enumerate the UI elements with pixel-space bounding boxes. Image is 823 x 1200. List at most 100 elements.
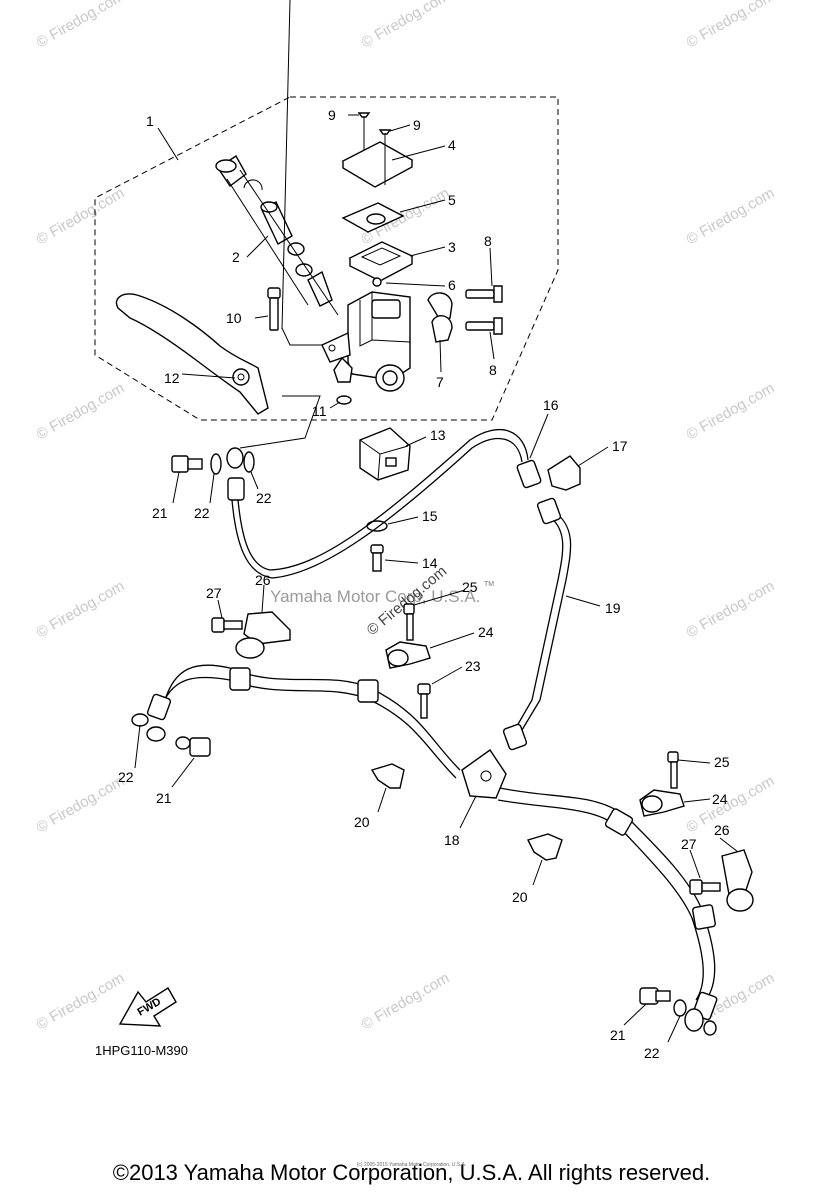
callout-22: 22 xyxy=(194,505,210,521)
callout-6: 6 xyxy=(448,277,456,293)
diagram-shape xyxy=(171,455,189,473)
footer-fineprint: (c) 2005-2015 Yamaha Motor Corporation, … xyxy=(356,1162,467,1168)
diagram-shape xyxy=(239,395,321,449)
callout-5: 5 xyxy=(448,192,456,208)
center-watermark: Yamaha Motor Corp, U.S.A. xyxy=(270,587,480,606)
callout-20: 20 xyxy=(512,889,528,905)
callout-7: 7 xyxy=(436,374,444,390)
callout-22: 22 xyxy=(118,769,134,785)
diagram-shape xyxy=(431,315,453,343)
diagram-code: 1HPG110-M390 xyxy=(95,1043,188,1058)
brake-hose-front xyxy=(146,664,718,1021)
diagram-shape xyxy=(639,987,659,1005)
diagram-shape xyxy=(226,169,339,316)
callout-27: 27 xyxy=(681,836,697,852)
diagram-shape xyxy=(403,603,415,615)
diagram-shape xyxy=(689,849,701,879)
diagram-shape xyxy=(670,761,678,789)
diagram-shape xyxy=(667,751,679,763)
diagram-shape xyxy=(209,473,215,504)
diagram-shape xyxy=(357,112,371,118)
diagram-shape xyxy=(372,277,382,287)
callout-27: 27 xyxy=(206,585,222,601)
watermark: © Firedog.com xyxy=(684,772,778,836)
diagram-shape xyxy=(342,160,413,188)
hose-clip xyxy=(527,833,563,861)
watermark: © Firedog.com xyxy=(684,0,778,51)
watermark: © Firedog.com xyxy=(34,0,128,51)
diagram-shape xyxy=(405,436,427,447)
callout-11: 11 xyxy=(312,403,327,419)
diagram-shape xyxy=(427,292,453,321)
diagram-shape xyxy=(359,427,411,481)
diagram-shape xyxy=(281,327,322,346)
diagram-shape xyxy=(429,632,475,649)
diagram-shape xyxy=(409,246,446,257)
clamp-right xyxy=(639,751,685,817)
assembly-boundary xyxy=(94,96,559,421)
diagram-shape xyxy=(604,808,634,836)
brake-line-19 xyxy=(502,497,572,751)
callout-24: 24 xyxy=(478,624,494,640)
diagram-shape xyxy=(269,297,279,331)
diagram-shape xyxy=(673,999,687,1017)
diagram-shape xyxy=(703,1020,717,1036)
diagram-shape xyxy=(417,683,431,695)
diagram-shape xyxy=(655,990,671,1002)
diagram-shape xyxy=(261,584,265,613)
diagram-shape xyxy=(164,664,461,771)
diagram-shape xyxy=(260,201,278,213)
callout-24: 24 xyxy=(712,791,728,807)
diagram-shape xyxy=(336,395,352,405)
diagram-shape xyxy=(623,1003,647,1026)
clamp-upper xyxy=(385,603,431,669)
diagram-shape xyxy=(281,0,291,330)
diagram-shape xyxy=(371,299,401,319)
diagram-shape xyxy=(211,617,225,633)
diagram-shape xyxy=(359,439,409,481)
diagram-shape xyxy=(465,289,495,299)
diagram-shape xyxy=(321,331,351,363)
callout-26: 26 xyxy=(255,572,271,588)
watermark: © Firedog.com xyxy=(359,969,453,1033)
callout-2: 2 xyxy=(232,249,240,265)
banjo-bolt-lower-right xyxy=(639,987,717,1036)
watermark: © Firedog.com xyxy=(34,577,128,641)
diagram-shape xyxy=(349,256,413,282)
callout-25: 25 xyxy=(714,754,730,770)
diagram-shape xyxy=(157,127,179,161)
callout-labels: 1 2 3 4 5 6 7 8 8 9 9 10 11 12 13 14 15 … xyxy=(118,107,730,1061)
diagram-shape xyxy=(115,293,269,415)
watermark: © Firedog.com xyxy=(684,577,778,641)
diagram-shape xyxy=(385,282,446,287)
diagram-shape xyxy=(226,447,244,469)
diagram-shape xyxy=(159,676,457,779)
watermark: © Firedog.com xyxy=(359,0,453,51)
callout-12: 12 xyxy=(164,370,180,386)
diagram-shape xyxy=(387,516,419,525)
callout-17: 17 xyxy=(612,438,628,454)
diagram-shape xyxy=(502,723,528,751)
diagram-shape xyxy=(217,599,223,619)
diagram-shape xyxy=(387,649,409,667)
diagram-shape xyxy=(223,620,243,630)
diagram-shape xyxy=(328,344,336,352)
hose-clamp xyxy=(547,455,581,491)
diagram-shape xyxy=(372,552,382,572)
diagram-shape xyxy=(399,199,446,213)
diagram-shape xyxy=(493,317,503,335)
diagram-shape xyxy=(689,879,703,895)
diagram-shape xyxy=(146,726,166,742)
leader-lines xyxy=(134,0,739,1043)
diagram-shape xyxy=(529,413,549,459)
diagram-shape xyxy=(146,693,172,721)
diagram-shape xyxy=(391,145,446,161)
diagram-shape xyxy=(210,453,222,475)
callout-25: 25 xyxy=(462,579,478,595)
watermark: © Firedog.com xyxy=(34,184,128,248)
diagram-shape xyxy=(333,356,353,383)
callout-22: 22 xyxy=(256,490,272,506)
diagram-shape xyxy=(677,759,711,764)
diagram-shape xyxy=(171,757,195,788)
